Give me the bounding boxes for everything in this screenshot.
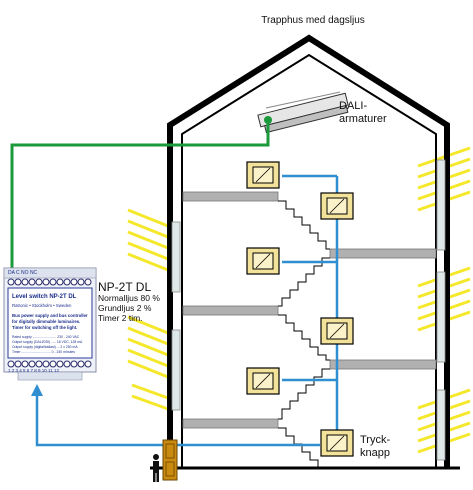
floor-slab [182, 418, 279, 429]
window [436, 389, 446, 461]
sun-ray-icon [127, 315, 169, 379]
wall-switches [246, 161, 354, 457]
house-outline [167, 34, 450, 468]
module-heading: Level switch NP-2T DL [12, 294, 77, 300]
wall-switch-icon [246, 161, 280, 189]
device-setting: Grundljus 2 % [98, 303, 152, 313]
sun-ray-icon [127, 208, 169, 272]
module-top-terminals: DA C NO NC [8, 270, 38, 276]
window [171, 329, 181, 411]
bus-connector [264, 116, 272, 124]
luminaire-icon [257, 91, 349, 134]
device-name: NP-2T DL [98, 280, 151, 294]
module-spec-row: Rated supply ......................... 2… [12, 335, 80, 339]
module-spec-row: Output supply (digital/ballast) ... 2 x … [12, 345, 78, 349]
module-desc-line1: Bus power supply and bus controller [12, 313, 88, 318]
module-spec-row: Output supply (DALI/DSI) ..... 16 VDC, 1… [12, 340, 83, 344]
wall-switch-icon [246, 247, 280, 275]
bottom-terminals [7, 360, 92, 368]
wall-switch-icon [320, 317, 354, 345]
diagram-title: Trapphus med dagsljus [261, 15, 365, 26]
door-icon [162, 439, 178, 481]
sun-rays-left [127, 208, 169, 411]
sun-ray-icon [131, 383, 169, 411]
window [436, 271, 446, 363]
module-origin: Ratronic • Stockholm • Sweden [12, 303, 72, 308]
device-setting: Normalljus 80 % [98, 293, 160, 303]
pushbutton-label-line2: knapp [360, 447, 390, 459]
floor-slab [182, 191, 279, 202]
wall-switch-icon [320, 429, 354, 457]
module-desc-line3: Timer for switching off the light. [12, 325, 77, 330]
windows [171, 159, 446, 461]
floor-slab [182, 305, 279, 316]
dali-label-line1: DALI- [339, 100, 367, 112]
floor-slab [329, 248, 437, 259]
button-wiring [35, 174, 339, 447]
wall-switch-icon [320, 192, 354, 220]
dali-label-line2: armaturer [339, 113, 387, 125]
wall-switch-icon [246, 367, 280, 395]
arrow-icon [31, 384, 43, 396]
controller-module [3, 267, 97, 381]
floor-slab [329, 359, 437, 370]
device-setting: Timer 2 tim. [98, 313, 143, 323]
window [436, 159, 446, 251]
module-spec-row: Timer ............................... 0 … [12, 350, 75, 354]
window [171, 221, 181, 293]
module-desc-line2: for digitally dimmable luminaires. [12, 319, 80, 324]
floor-slabs [182, 191, 437, 429]
person-icon [153, 454, 159, 482]
top-terminals [7, 278, 92, 286]
dali-bus-line [10, 120, 270, 268]
house-inner-outline [181, 53, 437, 468]
module-bottom-numbers: 1 2 3 4 5 6 7 8 9 10 11 12 [8, 368, 59, 373]
pushbutton-label-line1: Tryck- [360, 434, 390, 446]
